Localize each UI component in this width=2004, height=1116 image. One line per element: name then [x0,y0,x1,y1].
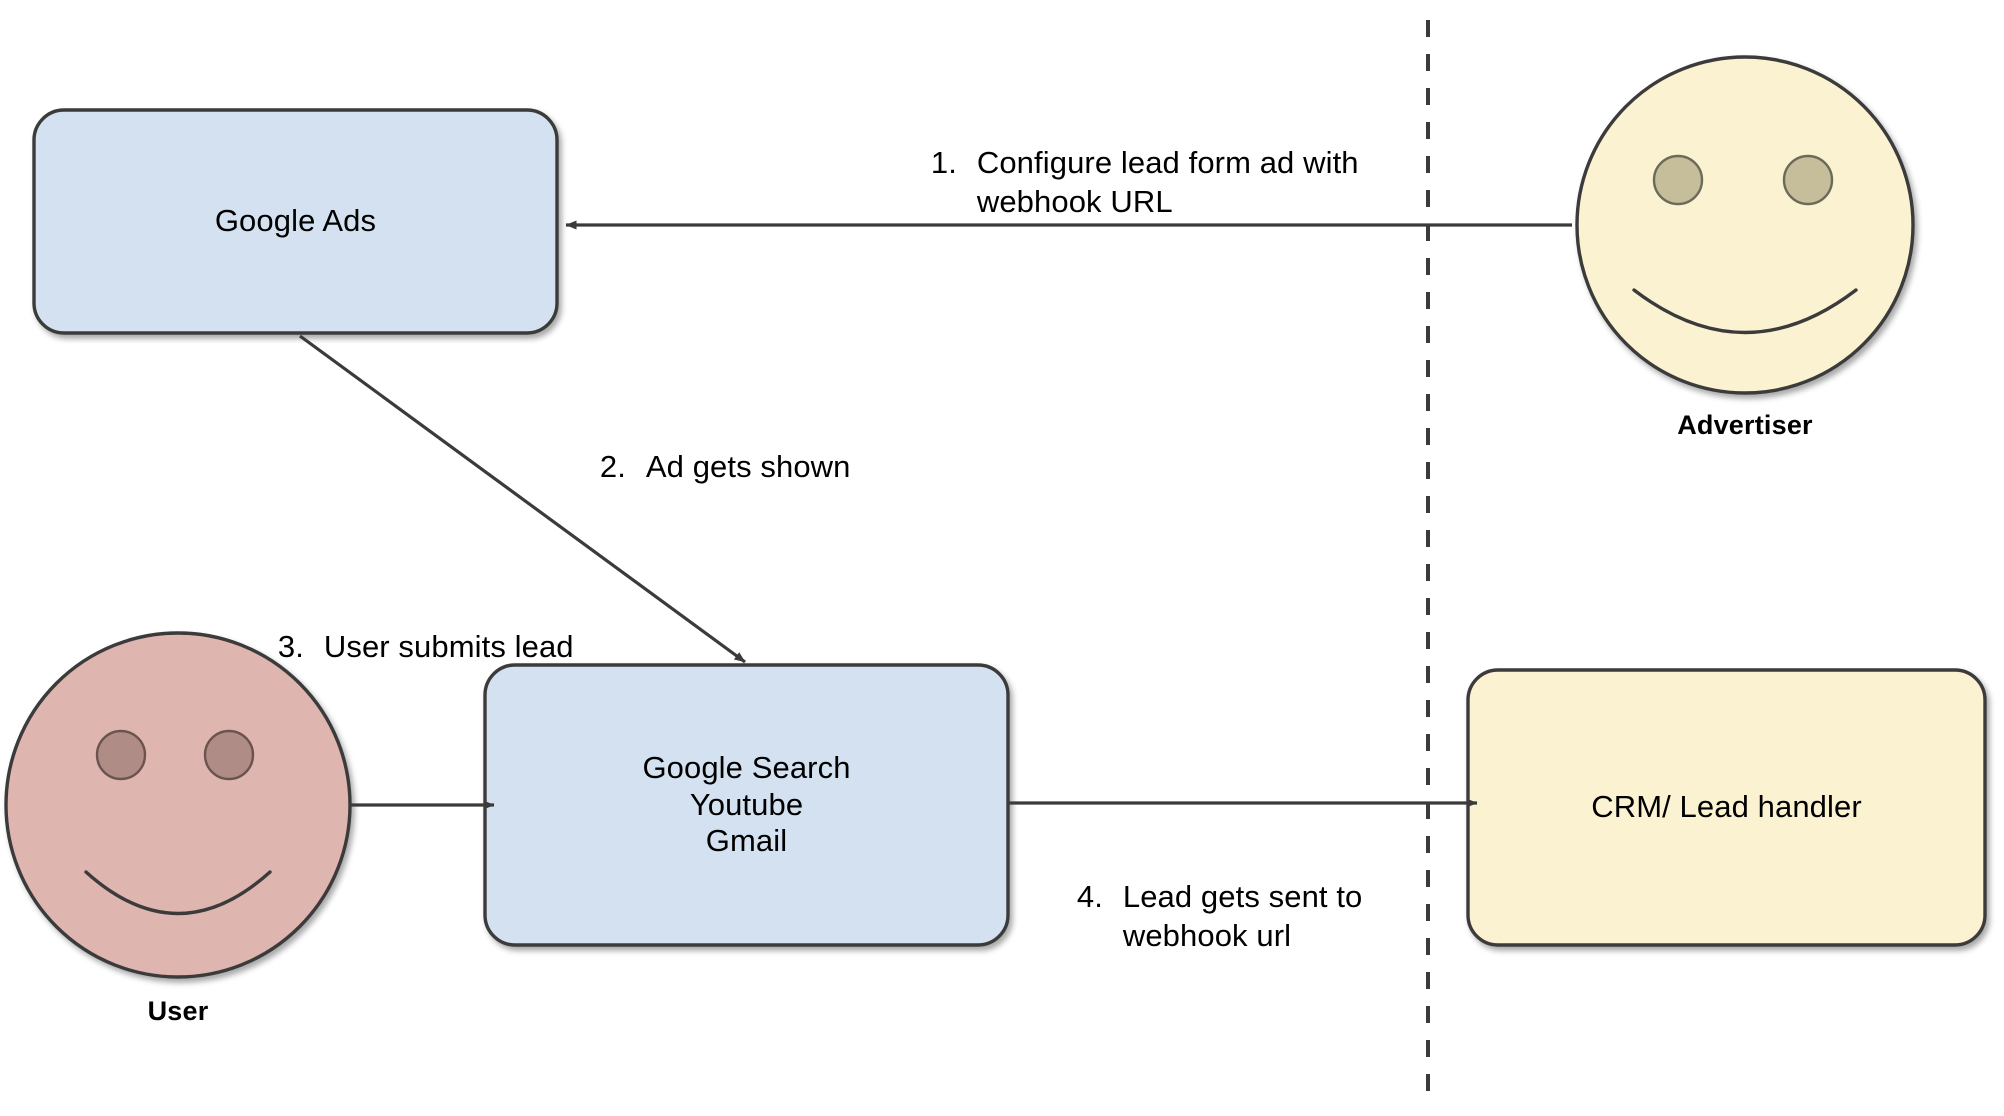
actor-advertiser-hit[interactable] [1577,57,1913,393]
advertiser-left-eye-icon [1652,154,1704,206]
actor-user-caption: User [147,996,209,1026]
node-google-ads[interactable] [32,108,559,335]
edge-2-label: 2. Ad gets shown [565,408,851,525]
actor-advertiser[interactable] [1575,55,1915,395]
edge-3-step: 3. [277,629,304,665]
node-crm-lead-handler-hit[interactable] [1468,670,1985,945]
advertiser-right-eye-icon [1782,154,1834,206]
edge-4-step: 4. [1076,879,1103,915]
edge-3-label: 3. User submits lead [243,588,574,705]
actor-advertiser-caption: Advertiser [1677,410,1813,440]
user-right-eye-icon [203,729,255,781]
user-smile-icon [84,870,272,916]
node-crm-lead-handler[interactable] [1466,668,1987,947]
advertiser-smile-icon [1632,288,1858,335]
edge-2-connector [299,334,746,664]
edge-4-label: 4. Lead gets sent to webhook url [1042,838,1362,994]
node-google-surfaces-hit[interactable] [485,665,1008,945]
edge-1-text: Configure lead form ad with webhook URL [976,145,1359,220]
edge-2-step: 2. [599,449,626,485]
edge-3-text: User submits lead [323,629,574,665]
edge-4-text: Lead gets sent to webhook url [1122,879,1363,954]
actor-user-hit[interactable] [6,633,350,977]
node-google-ads-hit[interactable] [34,110,557,333]
actor-user[interactable] [4,631,352,979]
edge-2-text: Ad gets shown [645,449,851,485]
edge-1-label: 1. Configure lead form ad with webhook UR… [896,104,1359,260]
edge-1-step: 1. [930,145,957,181]
user-left-eye-icon [95,729,147,781]
